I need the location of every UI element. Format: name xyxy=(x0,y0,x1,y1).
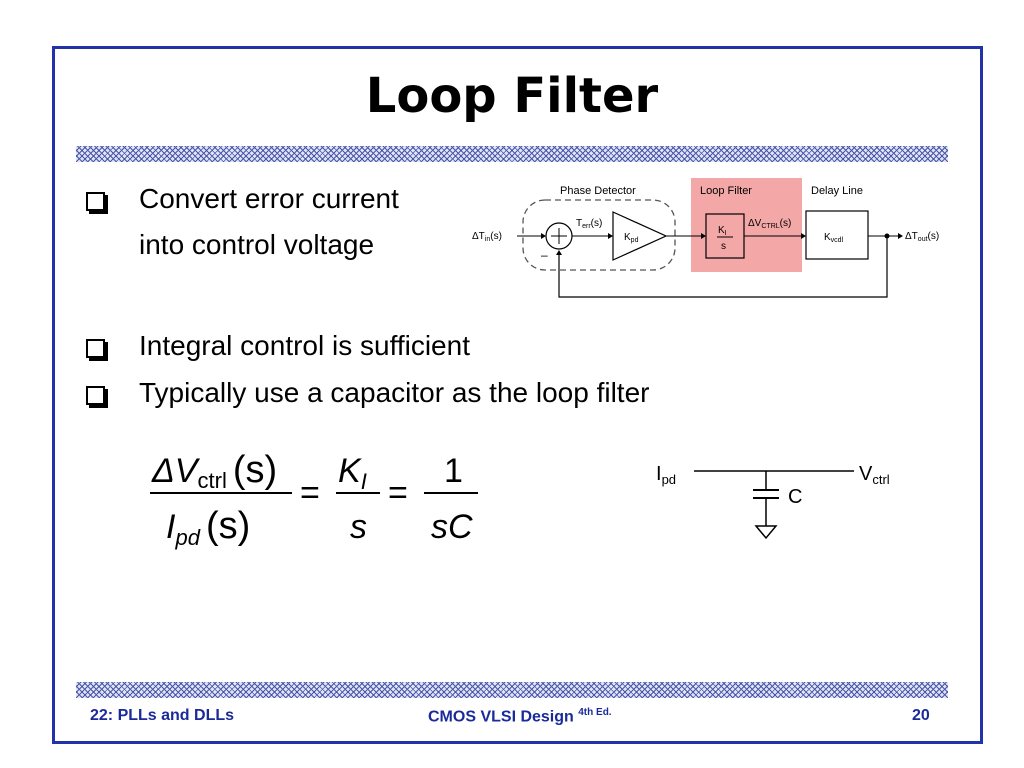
err-label: Terr(s) xyxy=(576,218,602,230)
cap-label: C xyxy=(788,486,802,508)
slide-frame xyxy=(52,46,983,744)
bullet-2 xyxy=(86,331,127,363)
top-hatch-bar xyxy=(76,146,948,162)
svg-text:=: = xyxy=(300,474,320,512)
bullet-1-line1: Convert error current xyxy=(139,183,399,214)
vctrl-label: ΔVCTRL(s) xyxy=(748,218,791,230)
bullet-3-text: Typically use a capacitor as the loop fi… xyxy=(139,377,650,408)
bullet-3 xyxy=(86,378,127,410)
kpd-label: Kpd xyxy=(624,232,639,244)
footer-center: CMOS VLSI Design 4th Ed. xyxy=(428,707,612,726)
phase-detector-boundary xyxy=(522,199,676,271)
bullet-2-text: Integral control is sufficient xyxy=(139,330,470,361)
kvcdl-block xyxy=(805,210,869,260)
delay-line-label: Delay Line xyxy=(811,185,863,197)
bullet-1-line2: into control voltage xyxy=(139,229,375,260)
input-label: ΔTin(s) xyxy=(472,231,502,243)
checkbox-bullet-icon xyxy=(86,386,105,405)
kvcdl-label: Kvcdl xyxy=(824,232,844,244)
vctrl-label: Vctrl xyxy=(859,463,890,487)
svg-text:sC: sC xyxy=(431,508,473,546)
output-label: ΔTout(s) xyxy=(905,231,939,243)
phase-detector-label: Phase Detector xyxy=(560,185,636,197)
footer-edition: 4th Ed. xyxy=(578,707,612,718)
capacitor-circuit: Ipd Vctrl C xyxy=(656,463,890,540)
slide-title: Loop Filter xyxy=(365,68,659,124)
footer-center-text: CMOS VLSI Design xyxy=(428,708,574,726)
pll-block-diagram: Phase Detector Loop Filter Delay Line ΔT… xyxy=(472,178,939,298)
transfer-equation: ΔVctrl(s) Ipd(s) = KI s = 1 sC xyxy=(150,449,478,550)
ground-icon xyxy=(754,525,778,540)
bottom-hatch-bar xyxy=(76,682,948,698)
page-number: 20 xyxy=(912,707,930,724)
ipd-label: Ipd xyxy=(656,463,676,487)
svg-text:Ipd(s): Ipd(s) xyxy=(166,505,250,550)
checkbox-bullet-icon xyxy=(86,339,105,358)
checkbox-bullet-icon xyxy=(86,192,105,211)
loop-filter-label: Loop Filter xyxy=(700,185,752,197)
svg-text:s: s xyxy=(350,508,367,546)
kpd-amplifier xyxy=(612,211,668,261)
svg-text:=: = xyxy=(388,474,408,512)
ki-den: s xyxy=(721,241,726,252)
svg-text:1: 1 xyxy=(444,452,463,490)
svg-text:ΔVctrl(s): ΔVctrl(s) xyxy=(151,449,277,493)
svg-text:KI: KI xyxy=(338,452,367,494)
minus-sign: – xyxy=(541,248,548,262)
feedback-path xyxy=(558,236,888,298)
footer-left: 22: PLLs and DLLs xyxy=(90,707,235,724)
bullet-1 xyxy=(86,184,127,216)
ki-num: KI xyxy=(718,225,727,237)
